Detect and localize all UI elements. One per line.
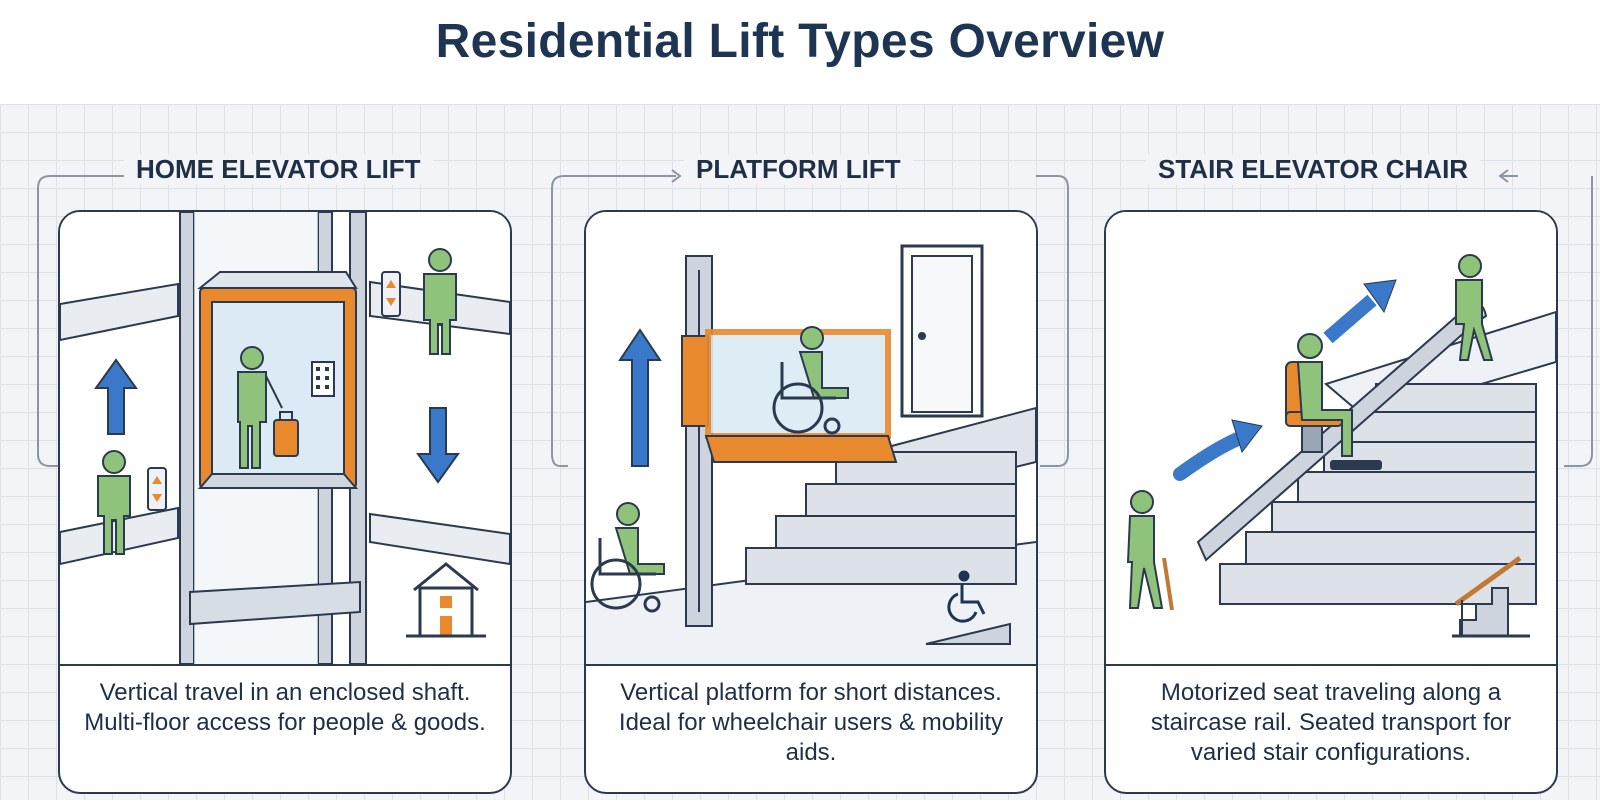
- description-platform-lift: Vertical platform for short distances. I…: [618, 679, 1004, 766]
- description-stair-chair: Motorized seat traveling along a stairca…: [1150, 679, 1512, 766]
- house-icon: [406, 562, 486, 638]
- title-band: Residential Lift Types Overview: [0, 0, 1600, 105]
- staircase-handrail-icon: [1452, 555, 1530, 638]
- panel-label-platform-lift: PLATFORM LIFT: [684, 154, 913, 185]
- card-stair-chair: Motorized seat traveling along a stairca…: [1104, 210, 1558, 794]
- description-home-elevator: Vertical travel in an enclosed shaft. Mu…: [84, 679, 486, 736]
- illustration-platform-lift: [586, 212, 1036, 666]
- arrow-down-icon: [416, 407, 460, 484]
- call-button-icon: [147, 467, 167, 511]
- card-platform-lift: Vertical platform for short distances. I…: [584, 210, 1038, 794]
- arrow-up-icon: [94, 358, 138, 435]
- call-button-icon: [381, 271, 401, 317]
- illustration-stair-chair: [1106, 212, 1556, 666]
- card-home-elevator: Vertical travel in an enclosed shaft. Mu…: [58, 210, 512, 794]
- panel-label-home-elevator: HOME ELEVATOR LIFT: [124, 154, 433, 185]
- illustration-home-elevator: [60, 212, 510, 666]
- page-title: Residential Lift Types Overview: [435, 15, 1165, 68]
- panel-label-stair-chair: STAIR ELEVATOR CHAIR: [1146, 154, 1481, 185]
- wheelchair-icon: [947, 570, 986, 623]
- arrow-up-icon: [618, 328, 662, 467]
